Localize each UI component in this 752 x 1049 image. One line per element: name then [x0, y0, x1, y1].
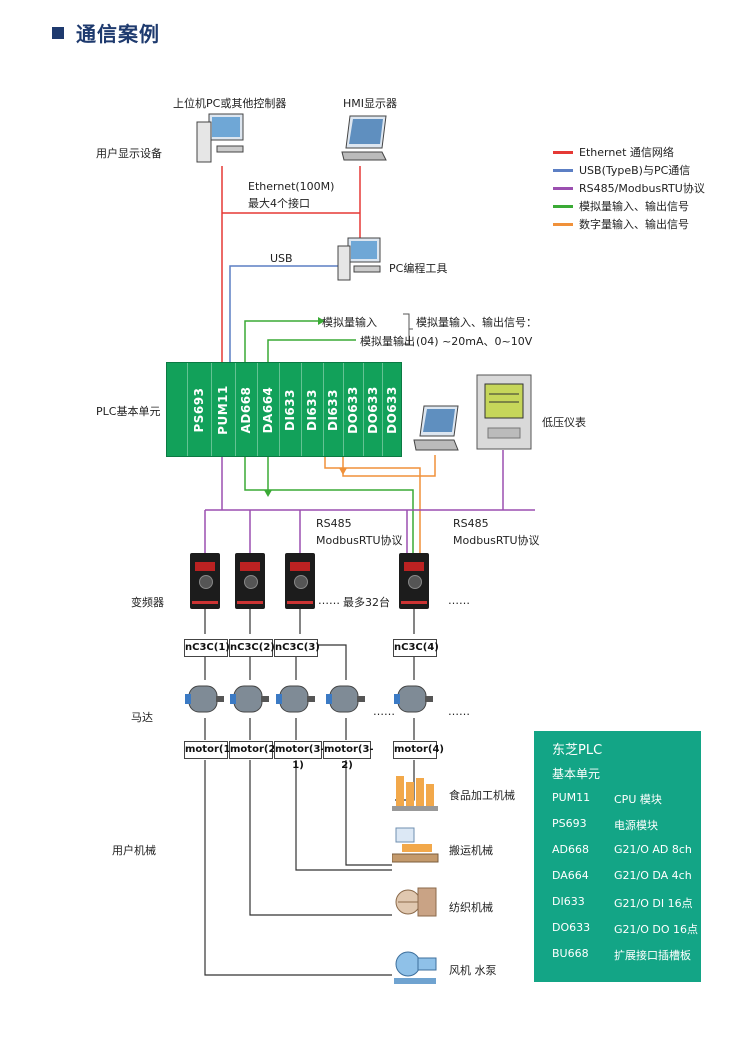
- analog-output-label: 模拟量输出: [360, 335, 415, 348]
- toshiba-plc-title: 东芝PLC: [552, 743, 603, 758]
- section-inverter: 变频器: [131, 596, 164, 609]
- title-block: 通信案例: [52, 18, 160, 47]
- laptop-icon: [413, 405, 459, 451]
- ellipsis: ……: [318, 594, 340, 607]
- pc-controller-icon: [196, 113, 244, 163]
- analog-lines: [244, 320, 414, 553]
- legend-swatch-ethernet: [553, 150, 573, 154]
- ethernet-note-2: 最大4个接口: [248, 197, 310, 210]
- legend-item: 数字量输入、输出信号: [553, 215, 705, 233]
- usb-label: USB: [270, 252, 293, 265]
- legend-item: Ethernet 通信网络: [553, 143, 705, 161]
- inverter-box: nC3C(4): [393, 639, 439, 657]
- legend-item: RS485/ModbusRTU协议: [553, 179, 705, 197]
- machine-label: 食品加工机械: [449, 789, 515, 802]
- motor-box: motor(1): [184, 741, 235, 759]
- analog-input-label: 模拟量输入: [322, 316, 377, 329]
- page-title: 通信案例: [76, 22, 160, 46]
- title-square-icon: [52, 26, 64, 39]
- inverter-max-note: 最多32台: [343, 596, 390, 609]
- plc-module: DA664: [257, 363, 280, 456]
- plc-module: PUM11: [211, 363, 236, 456]
- plc-module: PS693: [187, 363, 212, 456]
- plc-module: DO633: [343, 363, 364, 456]
- inverter-box: nC3C(1): [184, 639, 230, 657]
- section-user-machine: 用户机械: [112, 844, 156, 857]
- inverter-box: nC3C(3): [274, 639, 320, 657]
- legend-swatch-usb: [553, 168, 573, 172]
- plc-module: DI633: [301, 363, 324, 456]
- plc-slot-blank: [167, 363, 188, 456]
- textile-machine-icon: [395, 887, 437, 917]
- plc-module: DI633: [323, 363, 344, 456]
- inverter-icon: [235, 553, 265, 609]
- fan-pump-icon: [394, 951, 437, 984]
- legend-item: USB(TypeB)与PC通信: [553, 161, 705, 179]
- machine-label: 风机 水泵: [449, 964, 497, 977]
- inverter-icon: [190, 553, 220, 609]
- toshiba-plc-subtitle: 基本单元: [552, 767, 601, 781]
- rs485-right-line1: RS485: [453, 517, 489, 530]
- hmi-label: HMI显示器: [343, 97, 398, 110]
- rs485-lines: [204, 450, 535, 553]
- pc-tool-label: PC编程工具: [389, 262, 448, 275]
- low-voltage-meter-icon: [476, 374, 532, 450]
- legend: Ethernet 通信网络 USB(TypeB)与PC通信 RS485/Modb…: [553, 143, 705, 233]
- rs485-left-line1: RS485: [316, 517, 352, 530]
- machine-label: 纺织机械: [449, 901, 493, 914]
- rs485-right-line2: ModbusRTU协议: [453, 534, 540, 547]
- motor-box: motor(2): [229, 741, 280, 759]
- plc-module: DI633: [279, 363, 302, 456]
- pc-tool-icon: [337, 237, 381, 281]
- motor-box: motor(3-2): [323, 741, 374, 771]
- section-user-display: 用户显示设备: [96, 147, 162, 160]
- low-voltage-meter-label: 低压仪表: [542, 416, 586, 429]
- section-motor: 马达: [131, 711, 153, 724]
- rs485-left-line2: ModbusRTU协议: [316, 534, 403, 547]
- ellipsis: ……: [448, 594, 470, 607]
- motor-icon: [394, 685, 433, 713]
- inverter-icon: [285, 553, 315, 609]
- usb-line: [229, 265, 338, 362]
- ellipsis: ……: [373, 705, 395, 718]
- motor-box: motor(4): [393, 741, 444, 759]
- ethernet-lines: [221, 166, 361, 362]
- machine-label: 搬运机械: [449, 844, 493, 857]
- power-lines: [204, 608, 415, 976]
- analog-signal-line1: 模拟量输入、输出信号：: [416, 316, 537, 329]
- inverter-box: nC3C(2): [229, 639, 275, 657]
- pc-controller-label: 上位机PC或其他控制器: [173, 97, 287, 110]
- analog-signal-line2: (04) ~20mA、0~10V: [416, 335, 533, 348]
- motor-box: motor(3-1): [274, 741, 325, 771]
- legend-swatch-digital: [553, 222, 573, 226]
- legend-item: 模拟量输入、输出信号: [553, 197, 705, 215]
- section-plc-base: PLC基本单元: [96, 405, 161, 418]
- ellipsis: ……: [448, 705, 470, 718]
- hmi-laptop-icon: [341, 115, 387, 161]
- motor-icon: [185, 685, 224, 713]
- ethernet-note-1: Ethernet(100M): [248, 180, 335, 193]
- plc-module: DO633: [384, 385, 399, 434]
- legend-swatch-analog: [553, 204, 573, 208]
- food-machine-icon: [392, 776, 438, 811]
- conveyor-machine-icon: [392, 827, 439, 863]
- plc-module: DO633: [363, 363, 383, 456]
- legend-swatch-rs485: [553, 186, 573, 190]
- motor-icon: [276, 685, 315, 713]
- motor-icon: [326, 685, 365, 713]
- plc-module: AD668: [235, 363, 258, 456]
- plc-base-unit: PS693 PUM11 AD668 DA664 DI633 DI633 DI63…: [166, 362, 402, 457]
- motor-icon: [230, 685, 269, 713]
- inverter-icon: [399, 553, 429, 609]
